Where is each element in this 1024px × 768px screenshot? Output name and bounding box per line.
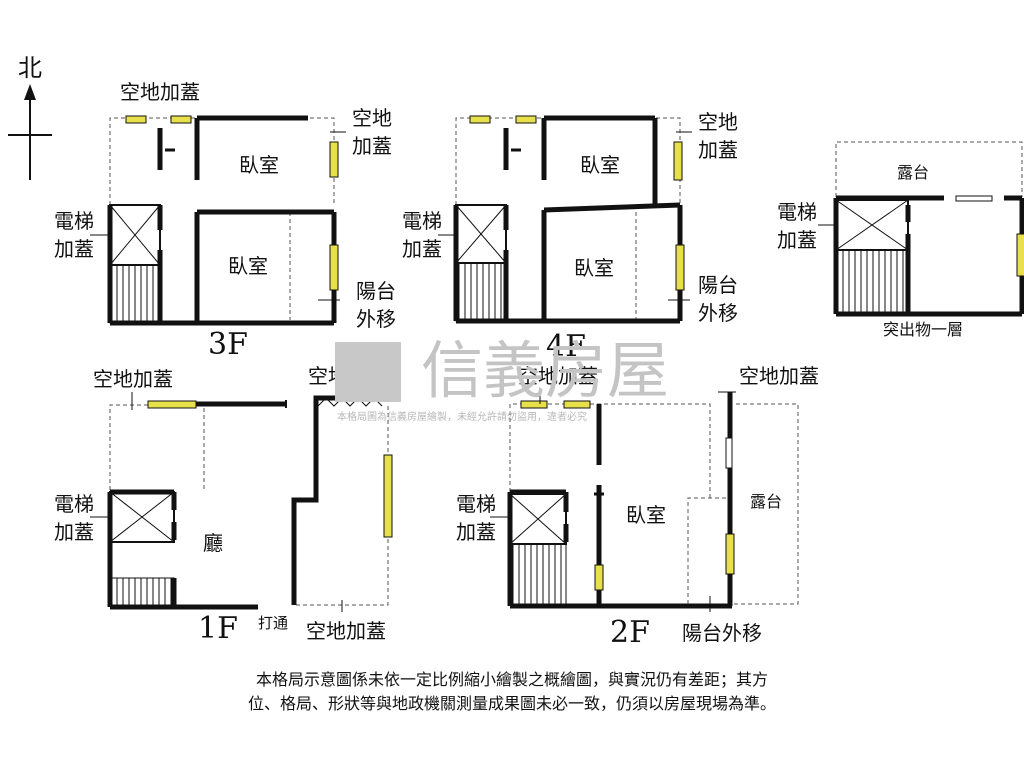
watermark-brand: 信義房屋 xyxy=(421,334,670,407)
disclaimer: 本格局示意圖係未依一定比例縮小繪製之概繪圖，與實況仍有差距；其方 位、格局、形狀… xyxy=(0,668,1024,716)
window-icon xyxy=(125,115,147,124)
floor-3f-title: 3F xyxy=(208,327,248,362)
floor-1f-hall: 廳 xyxy=(203,531,223,555)
roof-elevator-1: 電梯 xyxy=(777,200,817,224)
window-icon xyxy=(170,115,192,124)
floor-3f-bedroom-south: 臥室 xyxy=(228,254,268,278)
floor-4f-balcony-1: 陽台 xyxy=(698,273,738,297)
floor-4f-balcony-2: 外移 xyxy=(698,301,738,325)
floor-3f-elevator-1: 電梯 xyxy=(54,209,94,233)
window-icon xyxy=(594,564,604,591)
window-icon xyxy=(469,115,491,124)
floor-3f-bedroom-north: 臥室 xyxy=(239,153,279,177)
roof-terrace-label: 露台 xyxy=(897,163,929,182)
floor-3f-elevator-2: 加蓋 xyxy=(54,237,94,261)
floor-1f-title: 1F xyxy=(198,611,238,646)
floor-4f-title: 4F xyxy=(546,329,586,364)
disclaimer-line-1: 本格局示意圖係未依一定比例縮小繪製之概繪圖，與實況仍有差距；其方 xyxy=(255,670,768,689)
floor-4f-elevator-2: 加蓋 xyxy=(402,237,442,261)
floor-4f-plan: 臥室 臥室 空地 加蓋 電梯 加蓋 陽台 外移 4F xyxy=(402,110,738,364)
compass-north-label: 北 xyxy=(18,54,42,82)
north-arrow-icon xyxy=(24,84,36,100)
floor-3f-balcony-2: 外移 xyxy=(356,307,396,331)
window-icon xyxy=(520,400,548,409)
floor-2f-addition-top-right: 空地加蓋 xyxy=(739,364,819,388)
floor-3f-balcony-1: 陽台 xyxy=(356,279,396,303)
sliding-door-icon xyxy=(725,437,733,469)
disclaimer-line-2: 位、格局、形狀等與地政機關測量成果圖未必一致，仍須以房屋現場為準。 xyxy=(247,694,776,713)
floor-2f-title: 2F xyxy=(610,615,650,650)
watermark-logo-icon xyxy=(335,342,401,402)
window-icon xyxy=(515,115,537,124)
window-icon xyxy=(147,400,197,409)
floor-2f-plan: 臥室 露台 空地加蓋 空地加蓋 電梯 加蓋 陽台外移 2F xyxy=(456,364,819,650)
watermark: 信義房屋 本格局圖為信義房屋繪製，未經允許請勿盜用，違者必究 xyxy=(333,336,733,426)
floor-2f-bedroom: 臥室 xyxy=(626,503,666,527)
window-icon xyxy=(329,141,339,178)
floor-1f-elevator-2: 加蓋 xyxy=(54,520,94,544)
floor-2f-balcony: 陽台外移 xyxy=(682,621,762,645)
window-icon xyxy=(673,141,683,181)
floor-4f-addition-right-2: 加蓋 xyxy=(698,138,738,162)
compass: 北 xyxy=(8,54,52,180)
watermark-text: 本格局圖為信義房屋繪製，未經允許請勿盜用，違者必究 xyxy=(337,412,587,423)
floor-1f-elevator-1: 電梯 xyxy=(54,492,94,516)
floor-4f-elevator-1: 電梯 xyxy=(402,209,442,233)
floor-1f-addition-bottom: 空地加蓋 xyxy=(306,619,386,643)
floor-2f-terrace: 露台 xyxy=(750,492,782,511)
floor-2f-elevator-1: 電梯 xyxy=(456,492,496,516)
floor-3f-plan: 臥室 臥室 空地加蓋 空地 加蓋 電梯 加蓋 陽台 外移 3F xyxy=(54,80,396,362)
floor-3f-addition-right-2: 加蓋 xyxy=(352,134,392,158)
floor-3f-addition-top: 空地加蓋 xyxy=(120,80,200,104)
window-icon xyxy=(563,400,591,409)
window-icon xyxy=(675,244,685,291)
floor-1f-plan: 廳 空地加蓋 空地加蓋 電梯 加蓋 打通 空地加蓋 1F xyxy=(54,364,393,646)
window-icon xyxy=(329,244,339,291)
floor-4f-bedroom-north: 臥室 xyxy=(580,153,620,177)
roof-caption: 突出物一層 xyxy=(883,320,963,339)
floor-2f-elevator-2: 加蓋 xyxy=(456,520,496,544)
floor-1f-addition-top-left: 空地加蓋 xyxy=(93,367,173,391)
roof-elevator-2: 加蓋 xyxy=(777,228,817,252)
floor-4f-addition-right-1: 空地 xyxy=(698,110,738,134)
window-icon xyxy=(383,454,393,538)
sliding-door-icon xyxy=(955,195,993,202)
floor-3f-addition-right-1: 空地 xyxy=(352,106,392,130)
floor-4f-bedroom-south: 臥室 xyxy=(574,256,614,280)
roof-plan: 露台 電梯 加蓋 突出物一層 xyxy=(777,141,1024,339)
window-icon xyxy=(1016,233,1024,277)
floor-2f-addition-top-left: 空地加蓋 xyxy=(518,364,598,388)
floor-1f-opening: 打通 xyxy=(258,614,288,632)
window-icon xyxy=(725,533,735,575)
